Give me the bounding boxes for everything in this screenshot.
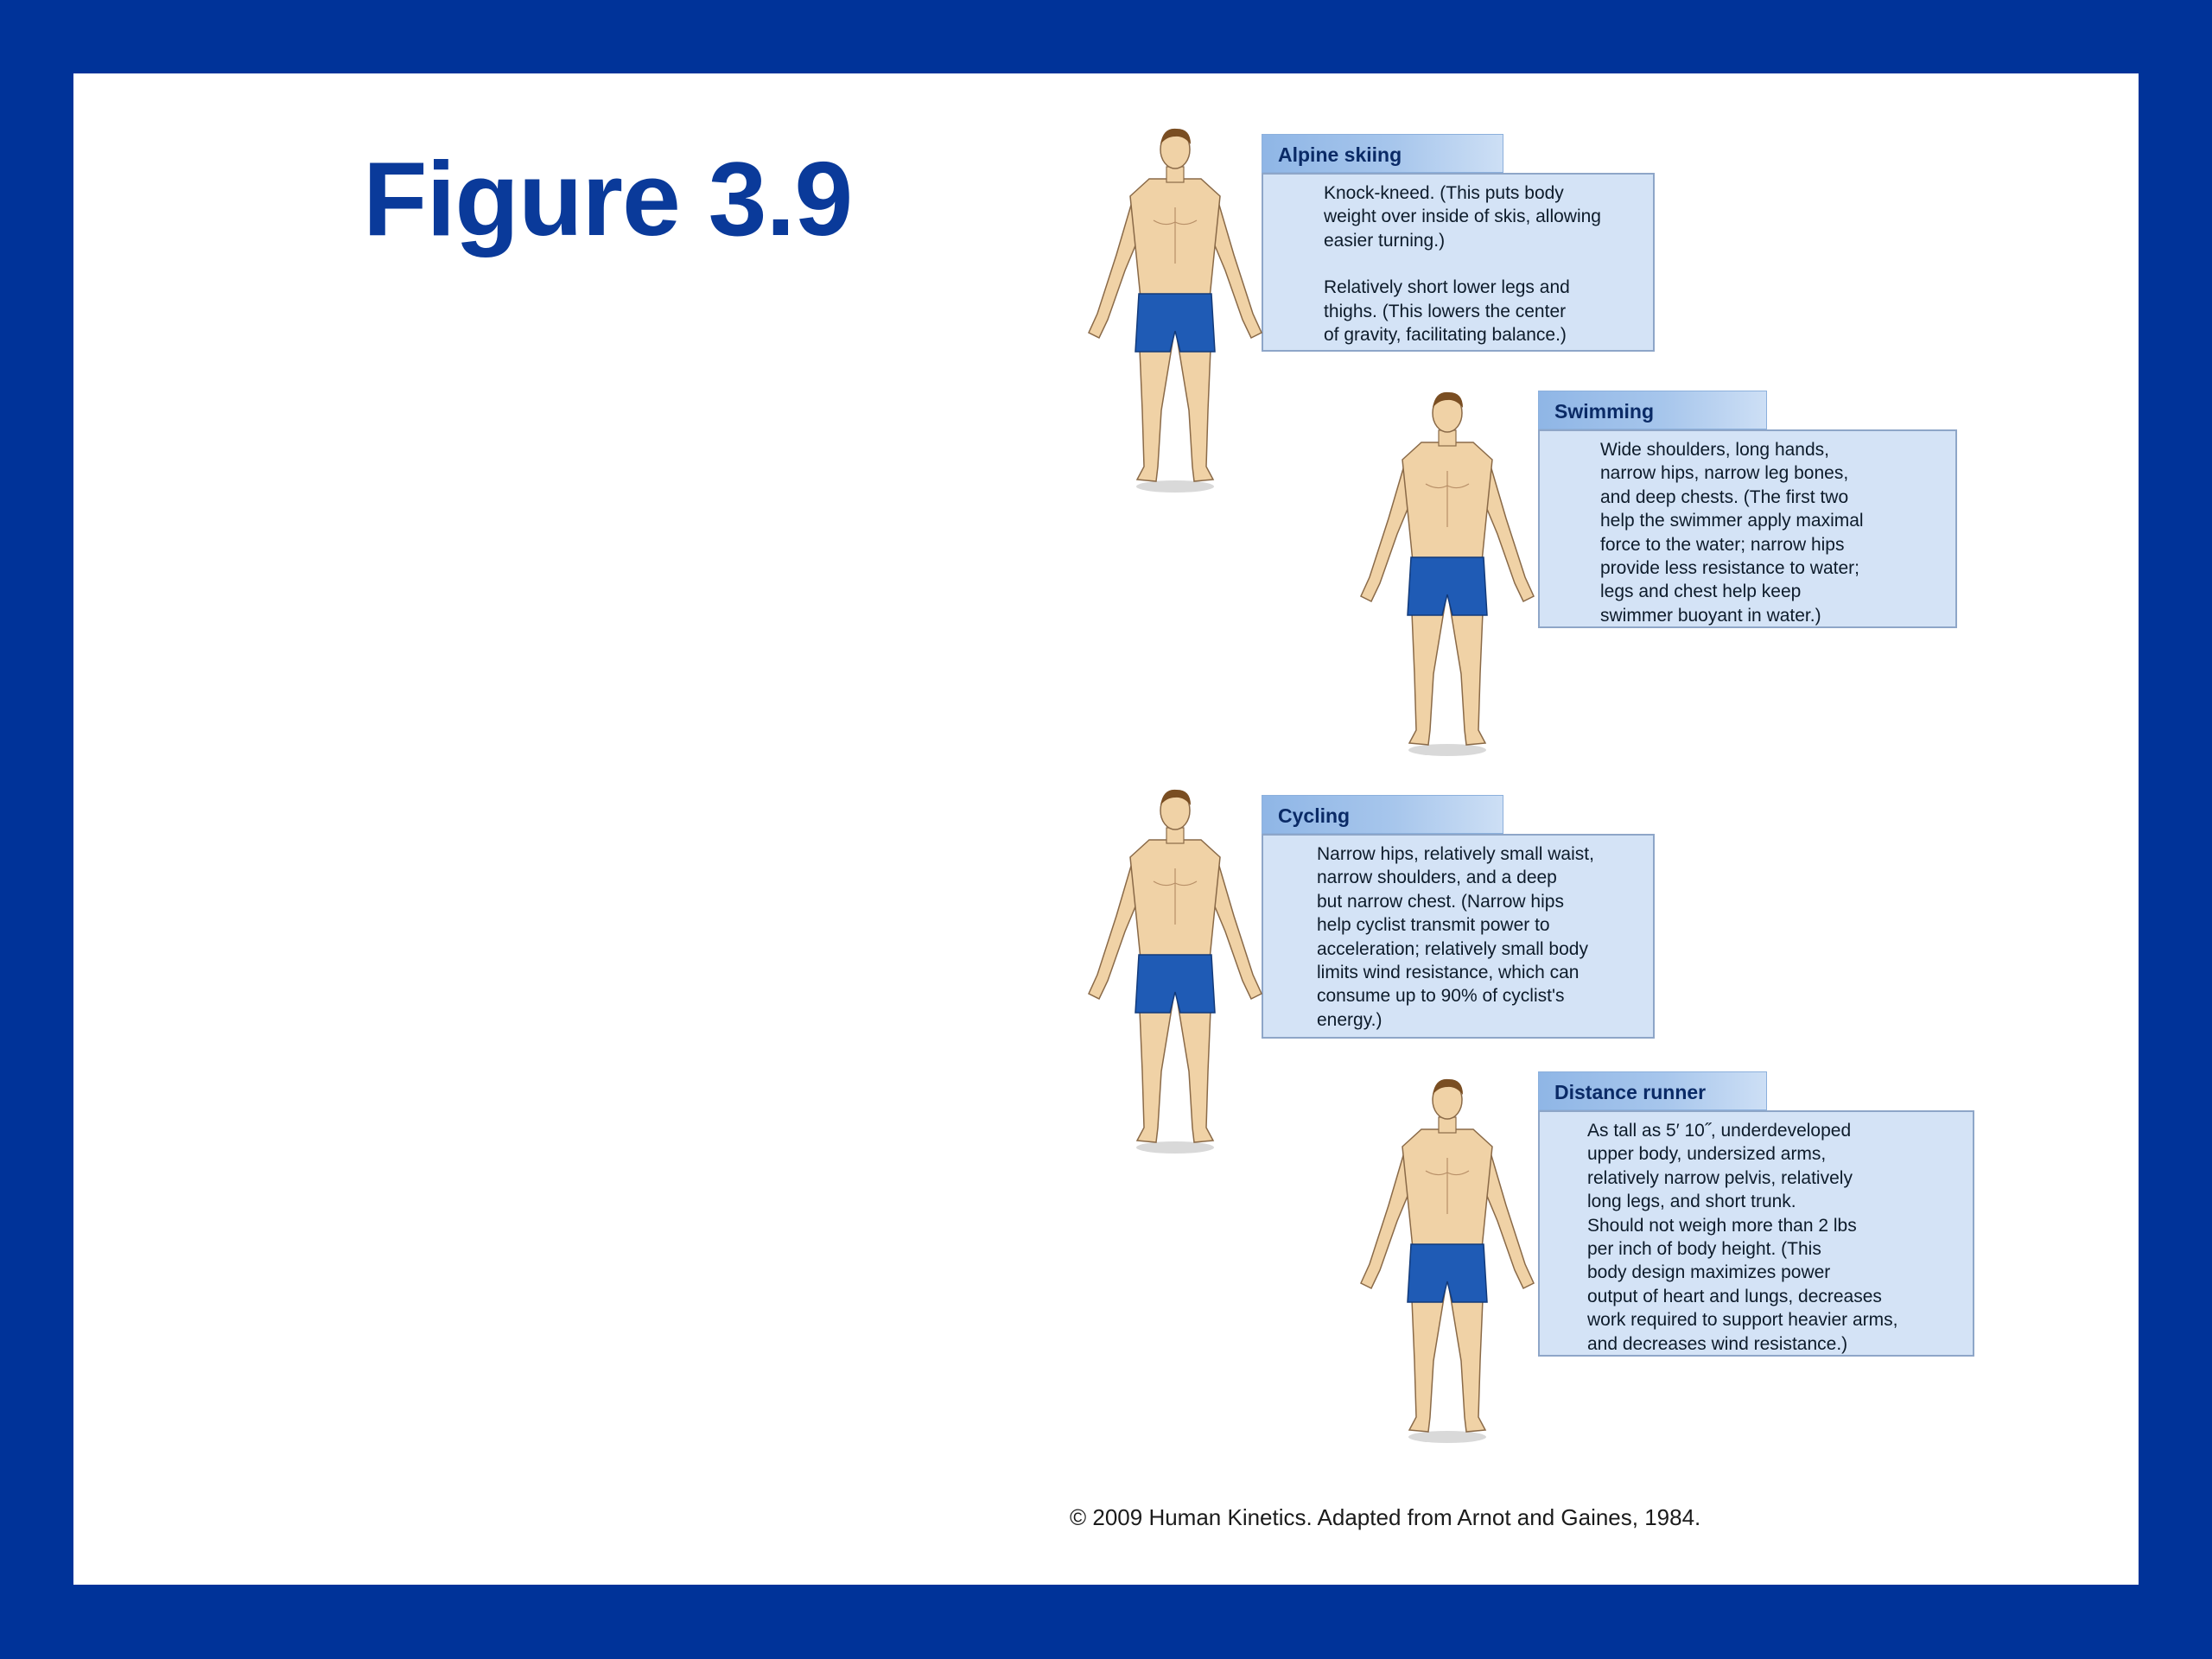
human-figure-illustration xyxy=(1088,789,1262,1154)
description-box: Wide shoulders, long hands, narrow hips,… xyxy=(1538,429,1957,628)
copyright-credit: © 2009 Human Kinetics. Adapted from Arno… xyxy=(1070,1504,1701,1530)
sport-tab: Swimming xyxy=(1538,391,1767,429)
human-figure-illustration xyxy=(1360,1078,1535,1444)
description-text: As tall as 5′ 10˝, underdeveloped upper … xyxy=(1587,1121,1898,1354)
description-box: Knock-kneed. (This puts body weight over… xyxy=(1262,173,1655,352)
sport-label: Cycling xyxy=(1278,804,1351,827)
sport-tab: Alpine skiing xyxy=(1262,134,1503,173)
sport-tab: Cycling xyxy=(1262,795,1503,834)
description-text: Relatively short lower legs and thighs. … xyxy=(1324,277,1570,346)
figure-cycling: Cycling Narrow hips, relatively small wa… xyxy=(1071,778,1694,1192)
figure-alpine-skiing: Alpine skiing Knock-kneed. (This puts bo… xyxy=(1071,125,1694,575)
description-box: Narrow hips, relatively small waist, nar… xyxy=(1262,834,1655,1039)
description-box: As tall as 5′ 10˝, underdeveloped upper … xyxy=(1538,1110,1974,1357)
sport-label: Swimming xyxy=(1554,400,1655,423)
sport-label: Distance runner xyxy=(1554,1081,1707,1103)
description-text: Wide shoulders, long hands, narrow hips,… xyxy=(1600,440,1864,626)
description-text: Knock-kneed. (This puts body weight over… xyxy=(1324,183,1601,251)
slide: Figure 3.9 Alpine skiing Knock-kneed. (T… xyxy=(73,73,2139,1585)
human-figure-illustration xyxy=(1360,391,1535,757)
sport-tab: Distance runner xyxy=(1538,1071,1767,1110)
sport-label: Alpine skiing xyxy=(1278,143,1402,166)
slide-title: Figure 3.9 xyxy=(363,140,853,257)
figure-distance-runner: Distance runner As tall as 5′ 10˝, under… xyxy=(1344,1063,1974,1529)
figure-swimming: Swimming Wide shoulders, long hands, nar… xyxy=(1344,380,1966,855)
human-figure-illustration xyxy=(1088,128,1262,493)
description-text: Narrow hips, relatively small waist, nar… xyxy=(1317,844,1594,1030)
